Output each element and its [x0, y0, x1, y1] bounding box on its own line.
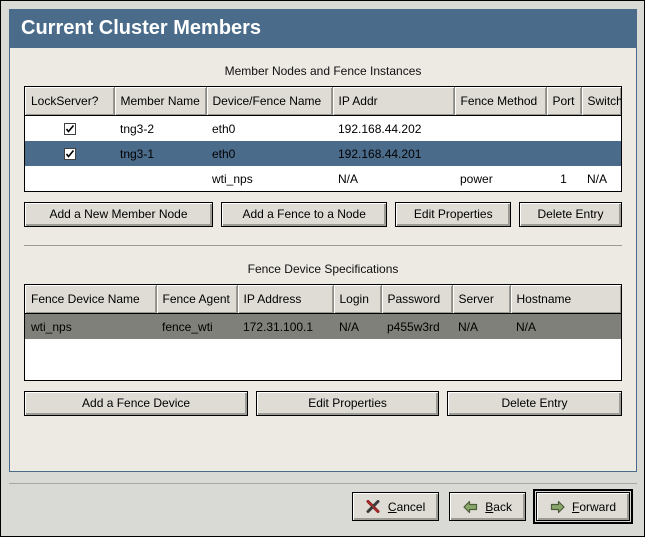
- cancel-button[interactable]: Cancel: [351, 492, 440, 521]
- column-header-ip-address[interactable]: IP Address: [237, 285, 334, 314]
- cell-switch: [581, 116, 621, 142]
- column-header-hostname[interactable]: Hostname: [510, 285, 621, 314]
- section-divider: [24, 245, 622, 246]
- cell-member-name: [114, 166, 206, 191]
- cell-fence-method: [454, 116, 546, 142]
- column-header-login[interactable]: Login: [333, 285, 382, 314]
- cell-member-name: tng3-1: [114, 141, 206, 166]
- column-header-password[interactable]: Password: [381, 285, 453, 314]
- cancel-label-rest: ancel: [396, 499, 426, 514]
- dialog-titlebar: Current Cluster Members: [9, 9, 637, 48]
- cell-lockserver: [25, 166, 114, 191]
- fence-table-body: wti_nps fence_wti 172.31.100.1 N/A p455w…: [25, 313, 621, 364]
- cell-server: N/A: [452, 313, 510, 339]
- cell-fence-device-name: wti_nps: [25, 313, 156, 339]
- members-table-header-row: LockServer? Member Name Device/Fence Nam…: [25, 87, 621, 116]
- cancel-button-label: Cancel: [388, 500, 425, 514]
- back-button-label: Back: [485, 500, 512, 514]
- column-header-server[interactable]: Server: [452, 285, 511, 314]
- fence-section-heading: Fence Device Specifications: [247, 262, 399, 276]
- cell-port: [546, 141, 581, 166]
- cell-device-fence-name: eth0: [212, 121, 236, 136]
- table-row[interactable]: wti_nps N/A power 1 N/A: [25, 166, 621, 191]
- forward-mnemonic: F: [571, 499, 580, 514]
- edit-properties-button-members[interactable]: Edit Properties: [395, 202, 512, 227]
- cell-member-name: tng3-2: [120, 121, 155, 136]
- add-fence-device-button[interactable]: Add a Fence Device: [24, 391, 249, 416]
- cancel-mnemonic: C: [387, 499, 397, 514]
- cell-ip-addr: N/A: [338, 171, 359, 186]
- cell-device-fence-name: wti_nps: [212, 171, 253, 186]
- fence-table-container: Fence Device Name Fence Agent IP Address…: [24, 284, 622, 381]
- lockserver-checkbox[interactable]: [63, 148, 76, 161]
- cell-device-fence-name: eth0: [206, 141, 332, 166]
- column-header-lockserver[interactable]: LockServer?: [25, 87, 115, 116]
- cell-ip-address: 172.31.100.1: [237, 313, 333, 339]
- forward-label-rest: orward: [579, 499, 616, 514]
- column-header-port[interactable]: Port: [546, 87, 582, 116]
- table-row[interactable]: tng3-2 eth0 192.168.44.202: [25, 116, 621, 142]
- fence-button-row: Add a Fence Device Edit Properties Delet…: [24, 391, 622, 416]
- dialog-title: Current Cluster Members: [21, 17, 262, 39]
- forward-button-label: Forward: [572, 500, 616, 514]
- members-button-row: Add a New Member Node Add a Fence to a N…: [24, 202, 622, 227]
- cell-ip-addr: 192.168.44.201: [332, 141, 454, 166]
- column-header-fence-method[interactable]: Fence Method: [454, 87, 547, 116]
- cell-hostname: N/A: [510, 313, 621, 339]
- table-row[interactable]: tng3-1 eth0 192.168.44.201: [25, 141, 621, 166]
- cell-switch: N/A: [587, 171, 608, 186]
- add-fence-to-node-button[interactable]: Add a Fence to a Node: [220, 202, 388, 227]
- cell-ip-addr: 192.168.44.202: [338, 121, 422, 136]
- arrow-left-icon: [463, 499, 478, 514]
- members-section-heading: Member Nodes and Fence Instances: [224, 64, 422, 78]
- cell-lockserver[interactable]: [25, 116, 114, 142]
- footer-button-group: Cancel Back Forward: [351, 489, 634, 524]
- column-header-device-fence-name[interactable]: Device/Fence Name: [206, 87, 333, 116]
- table-row[interactable]: wti_nps fence_wti 172.31.100.1 N/A p455w…: [25, 313, 621, 339]
- column-header-switch[interactable]: Switch: [581, 87, 621, 116]
- delete-entry-button-fence[interactable]: Delete Entry: [446, 391, 622, 416]
- cell-password: p455w3rd: [381, 313, 452, 339]
- cell-fence-method: [454, 141, 546, 166]
- column-header-fence-device-name[interactable]: Fence Device Name: [25, 285, 157, 314]
- edit-properties-button-fence[interactable]: Edit Properties: [256, 391, 439, 416]
- back-mnemonic: B: [485, 499, 494, 514]
- footer-separator: [9, 483, 637, 484]
- column-header-member-name[interactable]: Member Name: [114, 87, 207, 116]
- cell-port: 1: [560, 171, 567, 186]
- cell-port: [546, 116, 581, 142]
- members-table-body: tng3-2 eth0 192.168.44.202: [25, 116, 621, 192]
- arrow-right-icon: [550, 499, 565, 514]
- fence-table-header-row: Fence Device Name Fence Agent IP Address…: [25, 285, 621, 314]
- cell-lockserver[interactable]: [25, 141, 114, 166]
- forward-button[interactable]: Forward: [532, 489, 634, 524]
- add-new-member-node-button[interactable]: Add a New Member Node: [24, 202, 213, 227]
- cell-fence-method: power: [460, 171, 493, 186]
- members-table: LockServer? Member Name Device/Fence Nam…: [25, 87, 621, 191]
- cell-switch: [581, 141, 621, 166]
- column-header-fence-agent[interactable]: Fence Agent: [156, 285, 238, 314]
- cell-login: N/A: [333, 313, 381, 339]
- cell-fence-agent: fence_wti: [156, 313, 237, 339]
- content-panel: Member Nodes and Fence Instances LockSer…: [9, 48, 637, 472]
- column-header-ip-addr[interactable]: IP Addr: [332, 87, 455, 116]
- cell-empty: [25, 339, 621, 364]
- members-table-container: LockServer? Member Name Device/Fence Nam…: [24, 86, 622, 192]
- back-button[interactable]: Back: [449, 492, 526, 521]
- dialog-footer: Cancel Back Forward: [1, 472, 644, 536]
- delete-entry-button-members[interactable]: Delete Entry: [519, 202, 622, 227]
- table-empty-area: [25, 339, 621, 364]
- cancel-x-icon: [366, 499, 381, 514]
- fence-devices-table: Fence Device Name Fence Agent IP Address…: [25, 285, 621, 364]
- back-label-rest: ack: [493, 499, 512, 514]
- lockserver-checkbox[interactable]: [63, 123, 76, 136]
